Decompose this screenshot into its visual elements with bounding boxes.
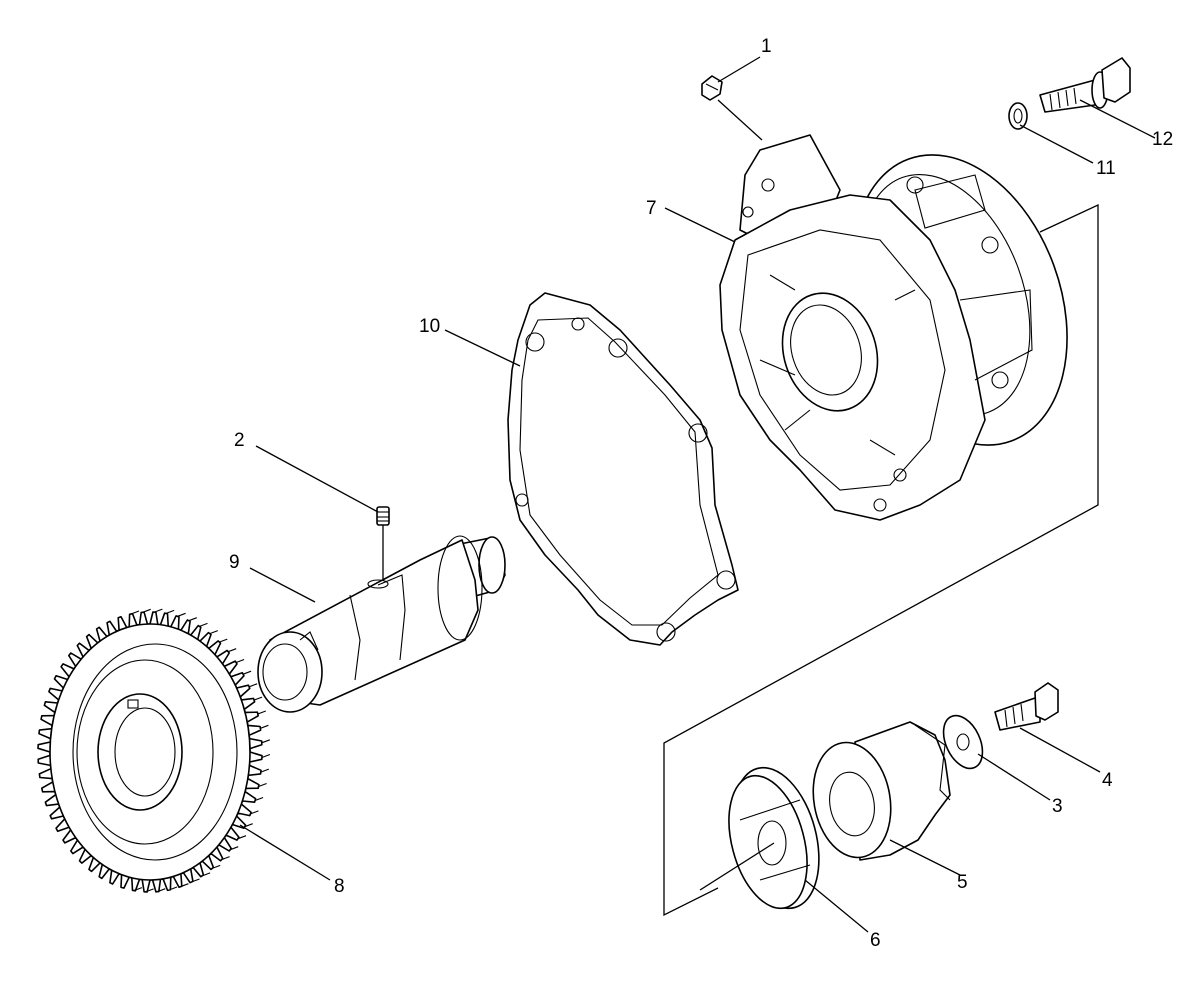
- callout-10: 10: [419, 316, 440, 337]
- gear-tooth-face: [230, 846, 239, 851]
- gear-tooth-face: [130, 610, 140, 615]
- leader-lines: [239, 56, 1156, 933]
- callout-4: 4: [1102, 770, 1113, 791]
- callout-12: 12: [1152, 129, 1173, 150]
- gear-tooth-face: [201, 872, 211, 877]
- gear-tooth-face: [157, 888, 166, 893]
- callout-11: 11: [1096, 158, 1116, 179]
- gear-tooth-face: [177, 612, 186, 617]
- gear-tooth-face: [168, 886, 178, 891]
- gear-tooth-face: [260, 768, 269, 773]
- gear-tooth-face: [254, 796, 264, 802]
- assembly-bracket-lines: [663, 203, 1099, 917]
- gear-tooth-face: [244, 823, 253, 828]
- gear-tooth-face: [248, 683, 258, 688]
- gear-tooth-face: [212, 864, 221, 869]
- gear-tooth-face: [188, 617, 197, 622]
- gear-tooth-face: [199, 622, 208, 627]
- callout-7: 7: [646, 198, 657, 219]
- gear-tooth-face: [257, 710, 266, 715]
- part-5-coupling: [812, 721, 951, 861]
- gear-tooth-face: [209, 630, 218, 635]
- part-9-shaft: [257, 535, 506, 713]
- gear-tooth-face: [145, 888, 154, 893]
- gear-tooth-face: [165, 609, 175, 614]
- gear-tooth-face: [180, 883, 189, 888]
- callout-labels: 1 2 3 4 5 6 7 8 9 10 11 12: [229, 36, 1173, 951]
- gear-tooth-face: [258, 782, 267, 788]
- part-7-housing: [719, 134, 1068, 521]
- gear-tooth-face: [253, 696, 263, 701]
- part-2-set-screw: [376, 506, 390, 580]
- part-8-gear: [37, 608, 271, 893]
- gear-tooth-face: [191, 878, 200, 883]
- gear-tooth-face: [242, 670, 252, 675]
- callout-2: 2: [234, 430, 245, 451]
- part-3-washer: [942, 714, 984, 770]
- part-12-bolt: [1039, 57, 1131, 113]
- part-11-washer: [1008, 102, 1028, 130]
- callout-6: 6: [870, 930, 881, 951]
- part-4-bolt: [994, 682, 1059, 731]
- callout-8: 8: [334, 876, 345, 897]
- gear-tooth-face: [142, 608, 151, 613]
- callout-1: 1: [761, 36, 772, 57]
- callout-5: 5: [957, 872, 968, 893]
- gear-tooth-face: [250, 810, 259, 815]
- part-10-gasket: [507, 292, 739, 646]
- gear-tooth-face: [261, 739, 270, 744]
- gear-tooth-face: [235, 658, 245, 664]
- gear-tooth-face: [237, 835, 247, 840]
- gear-tooth-face: [228, 648, 237, 653]
- part-6-disc: [728, 766, 820, 910]
- gear-tooth-face: [219, 638, 228, 643]
- gear-tooth-face: [260, 724, 269, 729]
- callout-9: 9: [229, 552, 240, 573]
- part-1-plug: [701, 75, 723, 101]
- gear-tooth-face: [261, 753, 271, 759]
- gear-tooth-face: [154, 608, 163, 613]
- gear-tooth-face: [221, 856, 230, 861]
- gear-tooth-face: [133, 887, 143, 892]
- callout-3: 3: [1052, 796, 1063, 817]
